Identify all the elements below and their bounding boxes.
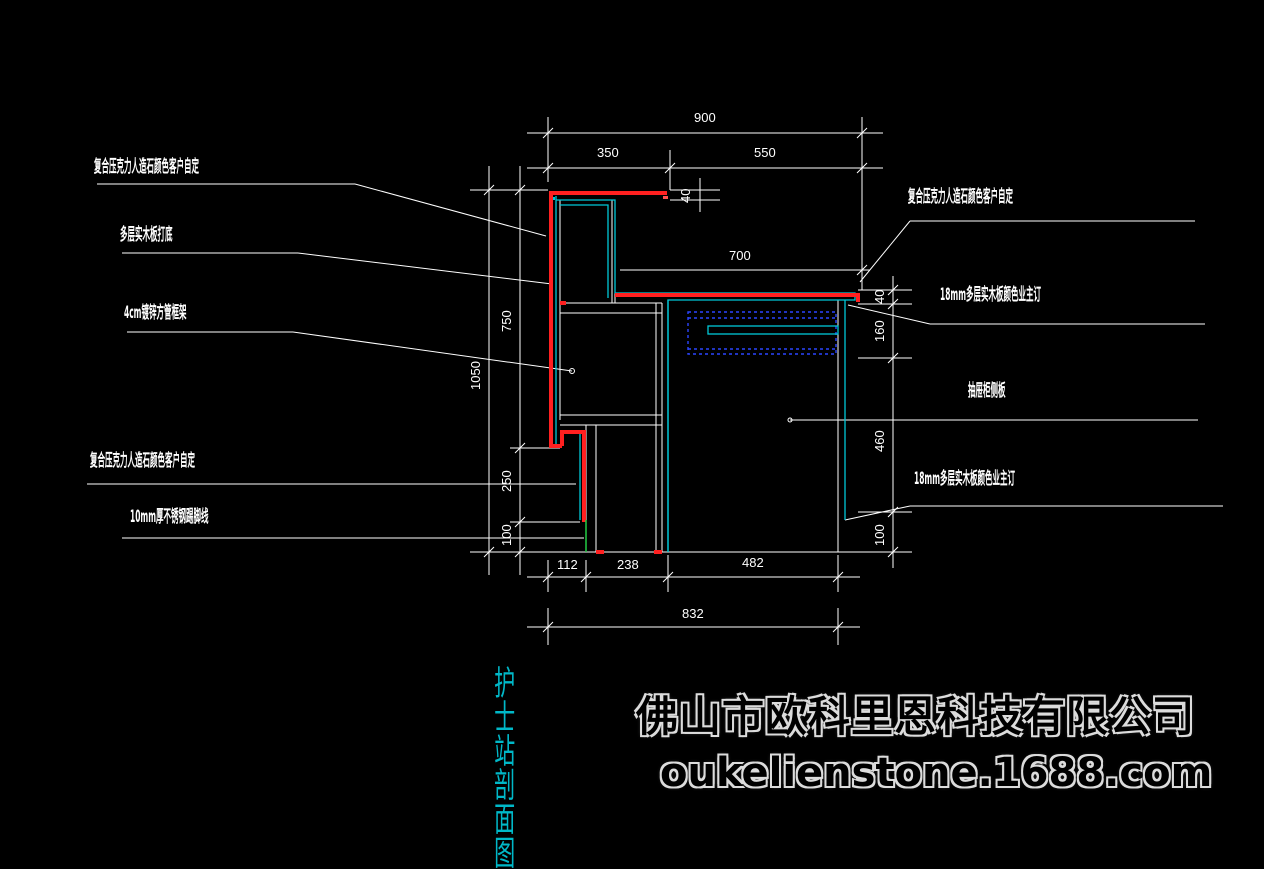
- dim-left-250: 250: [499, 470, 514, 492]
- dim-top-left: 350: [597, 145, 619, 160]
- watermark-url: oukelienstone.1688.com: [660, 750, 1213, 796]
- board-hatch: [552, 197, 555, 200]
- stone-surface: [549, 191, 860, 554]
- dim-right-160: 160: [872, 320, 887, 342]
- dim-left-100: 100: [499, 524, 514, 546]
- wood-boards: [555, 196, 856, 552]
- dim-right-460: 460: [872, 430, 887, 452]
- dim-ledge-small: 40: [678, 189, 693, 203]
- watermark-company: 佛山市欧科里恩科技有限公司: [636, 692, 1196, 741]
- note-right-1: 复合压克力人造石颜色客户自定: [907, 185, 1013, 207]
- dim-desk-depth: 700: [729, 248, 751, 263]
- note-left-1: 复合压克力人造石颜色客户自定: [93, 155, 199, 177]
- dim-left-1050: 1050: [468, 361, 483, 390]
- cad-section-drawing: 900 350 550 40 700 40 160 460 100 750 10…: [87, 110, 1223, 645]
- drawing-title: 护士站剖面图: [490, 665, 515, 869]
- dim-right-40: 40: [872, 290, 887, 304]
- note-left-3: 4cm镀锌方管框架: [124, 301, 187, 323]
- note-right-3: 抽屉柜侧板: [968, 379, 1006, 401]
- dim-right-100: 100: [872, 524, 887, 546]
- dim-bottom-482: 482: [742, 555, 764, 570]
- note-left-2: 多层实木板打底: [120, 223, 172, 245]
- dimension-lines: [470, 117, 912, 645]
- dim-bottom-total: 832: [682, 606, 704, 621]
- leader-lines: [87, 183, 1223, 539]
- note-left-5: 10mm厚不锈钢踢脚线: [130, 505, 209, 527]
- note-right-2: 18mm多层实木板颜色业主订: [940, 283, 1041, 305]
- dim-top-right: 550: [754, 145, 776, 160]
- leader-dot: [569, 368, 575, 374]
- note-right-4: 18mm多层实木板颜色业主订: [914, 467, 1015, 489]
- dim-bottom-238: 238: [617, 557, 639, 572]
- dim-bottom-112: 112: [557, 557, 578, 572]
- leader-dot: [787, 417, 793, 423]
- frame-structure: [559, 199, 839, 553]
- dim-left-750: 750: [499, 310, 514, 332]
- note-left-4: 复合压克力人造石颜色客户自定: [89, 449, 195, 471]
- drawer: [687, 311, 837, 355]
- drawer-handle: [707, 325, 839, 335]
- stone-dots: [663, 196, 668, 199]
- dim-total-top: 900: [694, 110, 716, 125]
